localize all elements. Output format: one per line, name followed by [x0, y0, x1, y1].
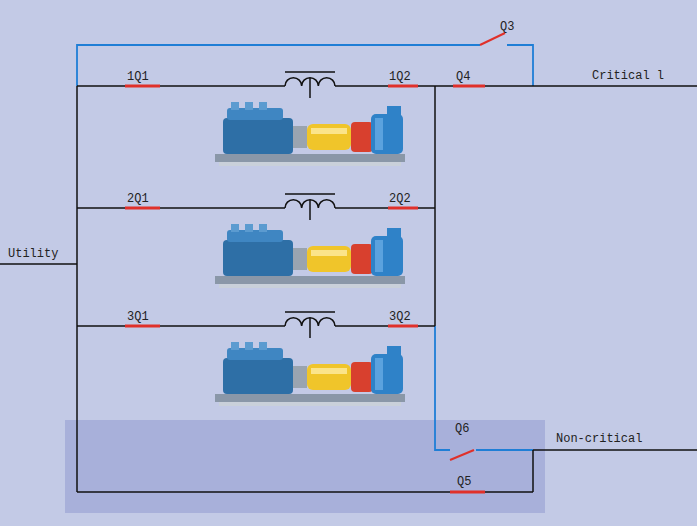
switch-label: Q6 [455, 422, 469, 436]
breaker-label: Q5 [457, 475, 471, 489]
breakers [125, 86, 485, 492]
breaker-label: 1Q1 [127, 70, 149, 84]
breaker-label: 3Q1 [127, 310, 149, 324]
switch-label: Q3 [500, 20, 514, 34]
breaker-label: 2Q1 [127, 192, 149, 206]
feeder-label: Critical l [592, 69, 664, 83]
breaker-label: 3Q2 [389, 310, 411, 324]
breaker-label: 1Q2 [389, 70, 411, 84]
bus-wires [0, 86, 697, 492]
breaker-label: Q4 [456, 70, 470, 84]
bypass-wires [77, 45, 533, 450]
feeder-label: Non-critical [556, 432, 642, 446]
non-critical-zone [65, 420, 545, 513]
transformer-symbols [285, 72, 335, 338]
source-label: Utility [8, 247, 58, 261]
open-switches [450, 33, 505, 460]
breaker-label: 2Q2 [389, 192, 411, 206]
